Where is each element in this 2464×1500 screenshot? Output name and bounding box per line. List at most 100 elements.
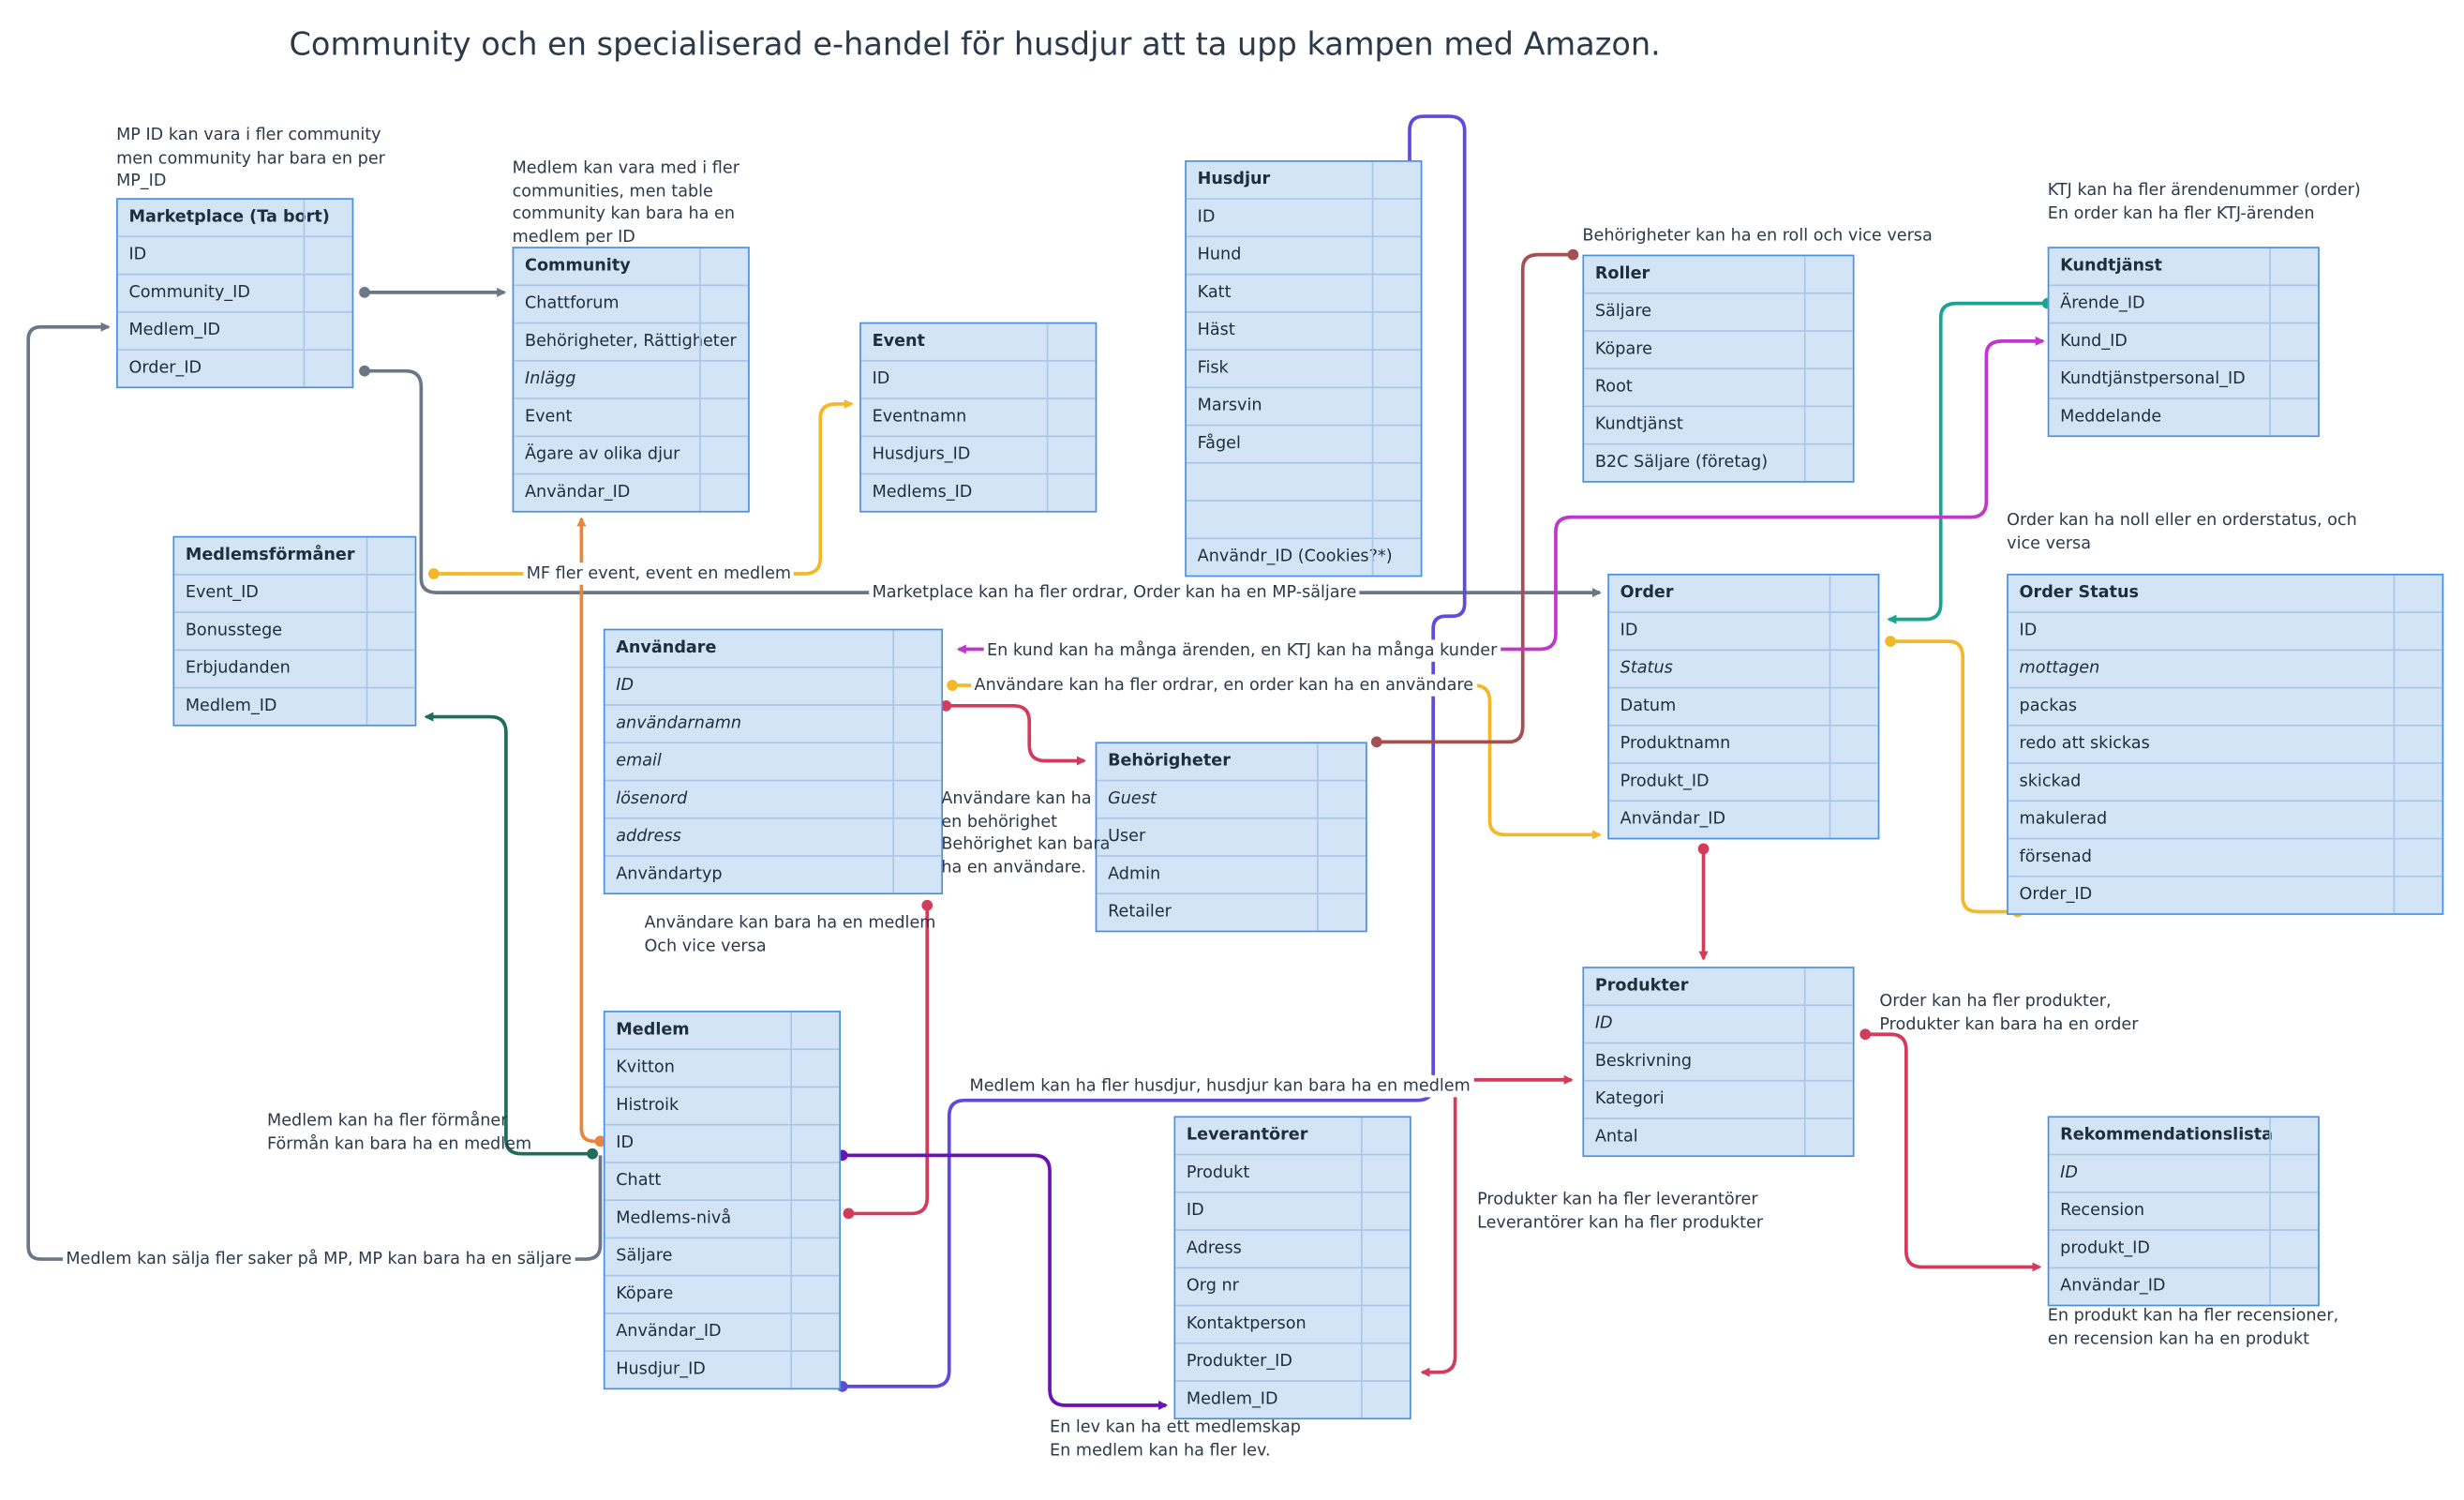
table-field: Kundtjänst [1584,407,1853,445]
table-field: Meddelande [2049,398,2318,436]
table-header: Behörigheter [1097,743,1366,782]
note-roller: Behörigheter kan ha en roll och vice ver… [1582,226,1933,246]
table-field: ID [860,361,1096,399]
table-field: Medlems-nivå [605,1200,840,1239]
label-medlem-mp: Medlem kan sälja fler saker på MP, MP ka… [63,1248,575,1270]
table-field: Medlem_ID [174,688,415,725]
table-field: Användar_ID [1609,802,1878,838]
table-field: lösenord [605,781,942,819]
relationship-line-6 [952,683,1602,840]
relationship-line-3 [364,368,1602,598]
table-field: redo att skickas [2008,726,2442,764]
table-field: Order_ID [118,350,352,387]
table-field: produkt_ID [2049,1230,2319,1269]
table-header: Medlem [605,1012,840,1051]
note-orderstatus: Order kan ha noll eller en orderstatus, … [2007,510,2357,553]
table-field: Ägare av olika djur [514,437,749,475]
table-field: ID [1608,612,1878,652]
relationship-line-4 [576,517,601,1144]
table-field: Retailer [1097,894,1366,931]
table-field: ID [605,1125,840,1163]
table-field: email [605,743,942,782]
table-header: Leverantörer [1175,1118,1410,1156]
note-produkter: Order kan ha fler produkter,Produkter ka… [1879,991,2139,1034]
table-field: Hund [1186,237,1421,276]
connector-end [947,680,958,691]
table-field: ID [1186,199,1421,238]
diagram-title: Community och en specialiserad e-handel … [289,24,1661,64]
table-field: Histroik [605,1088,840,1126]
label-mp-order: Marketplace kan ha fler ordrar, Order ka… [869,581,1360,604]
table-header: Order Status [2008,575,2442,613]
table-field: Säljare [1584,293,1853,332]
table-field: Community_ID [117,275,352,313]
table-field: packas [2008,688,2442,727]
connector-end [1697,843,1710,855]
table-field: Husdjur_ID [605,1351,840,1388]
table-field: Eventnamn [860,398,1096,438]
table-header: Rekommendationslista [2049,1118,2319,1156]
table-field: makulerad [2008,802,2442,840]
table-field: ID [117,237,352,276]
note-recension: En produkt kan ha fler recensioner,en re… [2047,1306,2339,1348]
table-field: Köpare [605,1276,840,1314]
table-header: Event [860,323,1096,362]
connector-end [921,899,933,911]
table-field: Antal [1584,1118,1853,1156]
table-field: försenad [2008,839,2442,878]
connector-end [843,1208,855,1220]
table-header: Community [514,248,749,287]
table-field: ID [1584,1006,1853,1044]
table-field: Chattforum [514,286,749,324]
table-header: Roller [1584,256,1853,294]
table-field: Recension [2049,1192,2319,1231]
table-field: Bonusstege [174,612,415,652]
table-field: Husdjurs_ID [860,437,1096,475]
connector-end [1859,1028,1872,1041]
table-field: Produktnamn [1608,726,1878,764]
table-field [1186,463,1421,502]
table-field: Marsvin [1186,388,1421,427]
table-field: Order_ID [2009,877,2442,914]
connector-end [1370,736,1382,748]
table-field: B2C Säljare (företag) [1584,444,1853,482]
table-field: Admin [1097,856,1366,895]
table-field: Chatt [605,1162,840,1201]
note-kundtjanst: KTJ kan ha fler ärendenummer (order)En o… [2047,180,2361,223]
table-field: Medlems_ID [861,474,1096,511]
table-field: skickad [2008,763,2442,802]
table-field: ID [1175,1192,1410,1231]
table-header: Marketplace (Ta bort) [117,199,352,238]
connector-end [940,699,952,712]
table-field: ID [2008,612,2442,652]
relationship-line-5 [433,398,854,576]
connector-end [427,568,440,579]
connector-end [1567,248,1579,261]
table-field: Användar_ID [514,474,748,511]
label-medlem-husdjur: Medlem kan ha fler husdjur, husdjur kan … [966,1074,1474,1098]
table-field: Produkt [1175,1155,1410,1193]
table-field: Root [1584,369,1853,408]
table-field: Kvitton [605,1050,840,1088]
table-field: Användar_ID [2049,1268,2318,1305]
table-field [1186,501,1421,540]
